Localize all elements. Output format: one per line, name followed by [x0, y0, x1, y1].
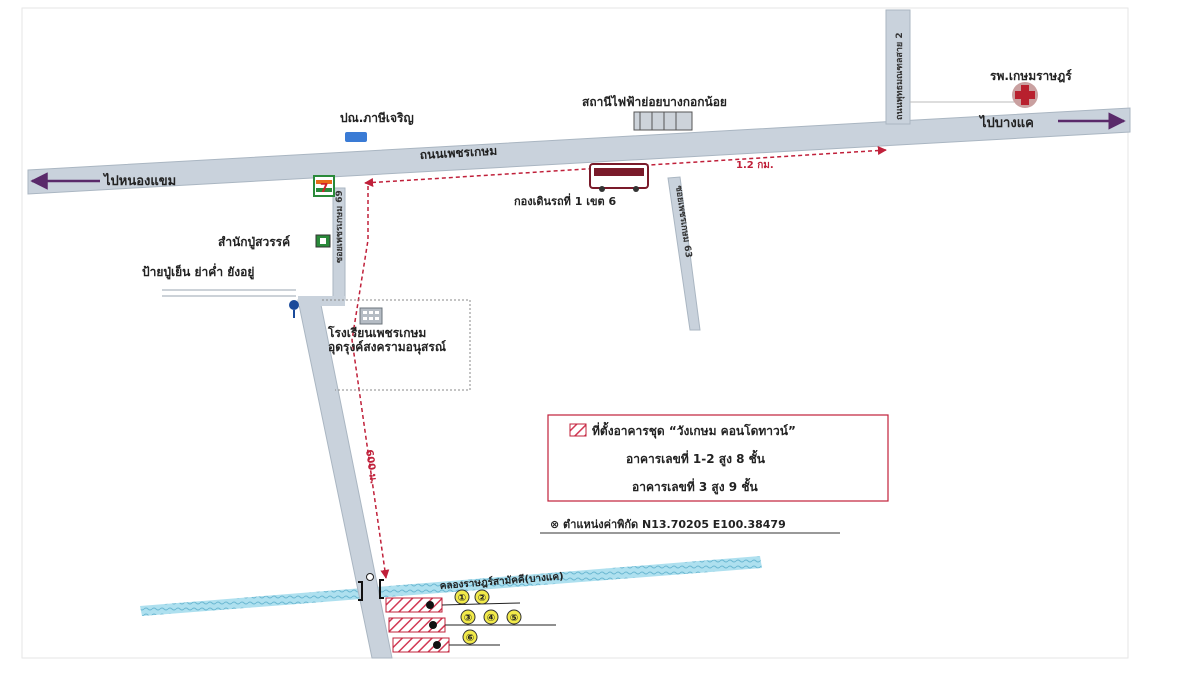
distance-south-label: 600 ม.: [363, 449, 379, 485]
substation-label: สถานีไฟฟ้าย่อยบางกอกน้อย: [582, 94, 727, 109]
pin-icon: [289, 300, 299, 310]
building-row: ① ②: [385, 589, 521, 613]
gas-station-icon: [345, 132, 367, 142]
bus-depot: กองเดินรถที่ 1 เขต 6: [514, 163, 649, 208]
building-row: ③ ④ ⑤: [388, 609, 556, 633]
shrine: ป้ายปู่เย็น ย่าค่ำ ยังอยู่: [142, 263, 299, 318]
office: สำนักปู่สวรรค์: [218, 234, 331, 250]
legend-title: ที่ตั้งอาคารชุด “วังเกษม คอนโดทาวน์”: [592, 421, 796, 439]
school-icon: [359, 307, 383, 325]
school-label-2: อุดรุงค์สงครามอนุสรณ์: [328, 340, 446, 355]
direction-left-label: ไปหนองแขม: [102, 172, 176, 189]
direction-left: ไปหนองแขม: [30, 172, 176, 190]
map-frame: [21, 7, 1129, 659]
building-number: ①: [458, 593, 466, 604]
soi-left-road: ซอยเพชรเกษม 69: [297, 187, 393, 659]
hospital: รพ.เกษมราษฎร์: [910, 69, 1072, 108]
coordinate-point-icon: [366, 573, 374, 581]
7-eleven-icon: 7: [313, 175, 335, 197]
shrine-lane: [162, 289, 296, 297]
school-label-1: โรงเรียนเพชรเกษม: [327, 325, 426, 340]
building-number: ③: [464, 613, 472, 624]
gas-station: ปณ.ภาษีเจริญ: [340, 111, 414, 142]
bridge: [358, 573, 384, 601]
building-number: ⑤: [510, 613, 518, 624]
legend-line-2: อาคารเลขที่ 1-2 สูง 8 ชั้น: [626, 449, 766, 467]
soi-left-label: ซอยเพชรเกษม 69: [335, 190, 345, 263]
legend-line-3: อาคารเลขที่ 3 สูง 9 ชั้น: [632, 477, 758, 495]
building-number: ④: [487, 613, 495, 624]
building-row: ⑥: [392, 629, 500, 653]
svg-text:7: 7: [320, 181, 328, 195]
substation: สถานีไฟฟ้าย่อยบางกอกน้อย: [582, 94, 727, 131]
condo-buildings: ① ② ③ ④ ⑤ ⑥: [385, 589, 556, 653]
bus-depot-label: กองเดินรถที่ 1 เขต 6: [514, 193, 616, 208]
gas-station-label: ปณ.ภาษีเจริญ: [340, 111, 414, 125]
route-south: 600 ม.: [351, 186, 390, 579]
substation-icon: [633, 111, 693, 131]
legend-hatch-icon: [569, 423, 587, 437]
building-number: ②: [478, 593, 486, 604]
vertical-road-label: ถนนพุทธมณฑลสาย 2: [895, 32, 905, 120]
direction-right-label: ไปบางแค: [978, 114, 1034, 131]
hospital-label: รพ.เกษมราษฎร์: [990, 69, 1072, 83]
shrine-label: ป้ายปู่เย็น ย่าค่ำ ยังอยู่: [142, 263, 254, 280]
vertical-road-right: ถนนพุทธมณฑลสาย 2: [885, 9, 911, 125]
distance-east-label: 1.2 กม.: [736, 160, 774, 171]
building-number: ⑥: [466, 633, 474, 644]
school-area: โรงเรียนเพชรเกษม อุดรุงค์สงครามอนุสรณ์: [322, 299, 471, 391]
direction-right: ไปบางแค: [978, 112, 1126, 131]
coordinates: ⊗ ตำแหน่งค่าพิกัด N13.70205 E100.38479: [540, 518, 840, 534]
coordinates-label: ⊗ ตำแหน่งค่าพิกัด N13.70205 E100.38479: [550, 518, 786, 531]
legend-box: ที่ตั้งอาคารชุด “วังเกษม คอนโดทาวน์” อาค…: [547, 414, 889, 502]
office-label: สำนักปู่สวรรค์: [218, 235, 290, 250]
